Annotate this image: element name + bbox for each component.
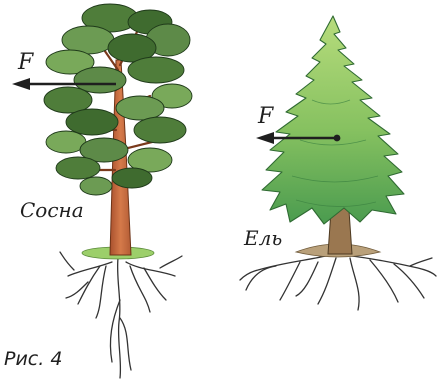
pine-force-label: F	[18, 50, 33, 75]
pine-roots	[60, 252, 182, 378]
spruce-foliage	[262, 16, 404, 224]
pine-tree	[44, 4, 192, 378]
pine-name-label: Сосна	[20, 198, 84, 222]
spruce-force-label: F	[258, 104, 273, 129]
spruce-tree	[240, 16, 436, 310]
spruce-name-label: Ель	[244, 226, 282, 250]
figure-caption: Рис. 4	[4, 348, 62, 370]
spruce-roots	[240, 255, 436, 310]
